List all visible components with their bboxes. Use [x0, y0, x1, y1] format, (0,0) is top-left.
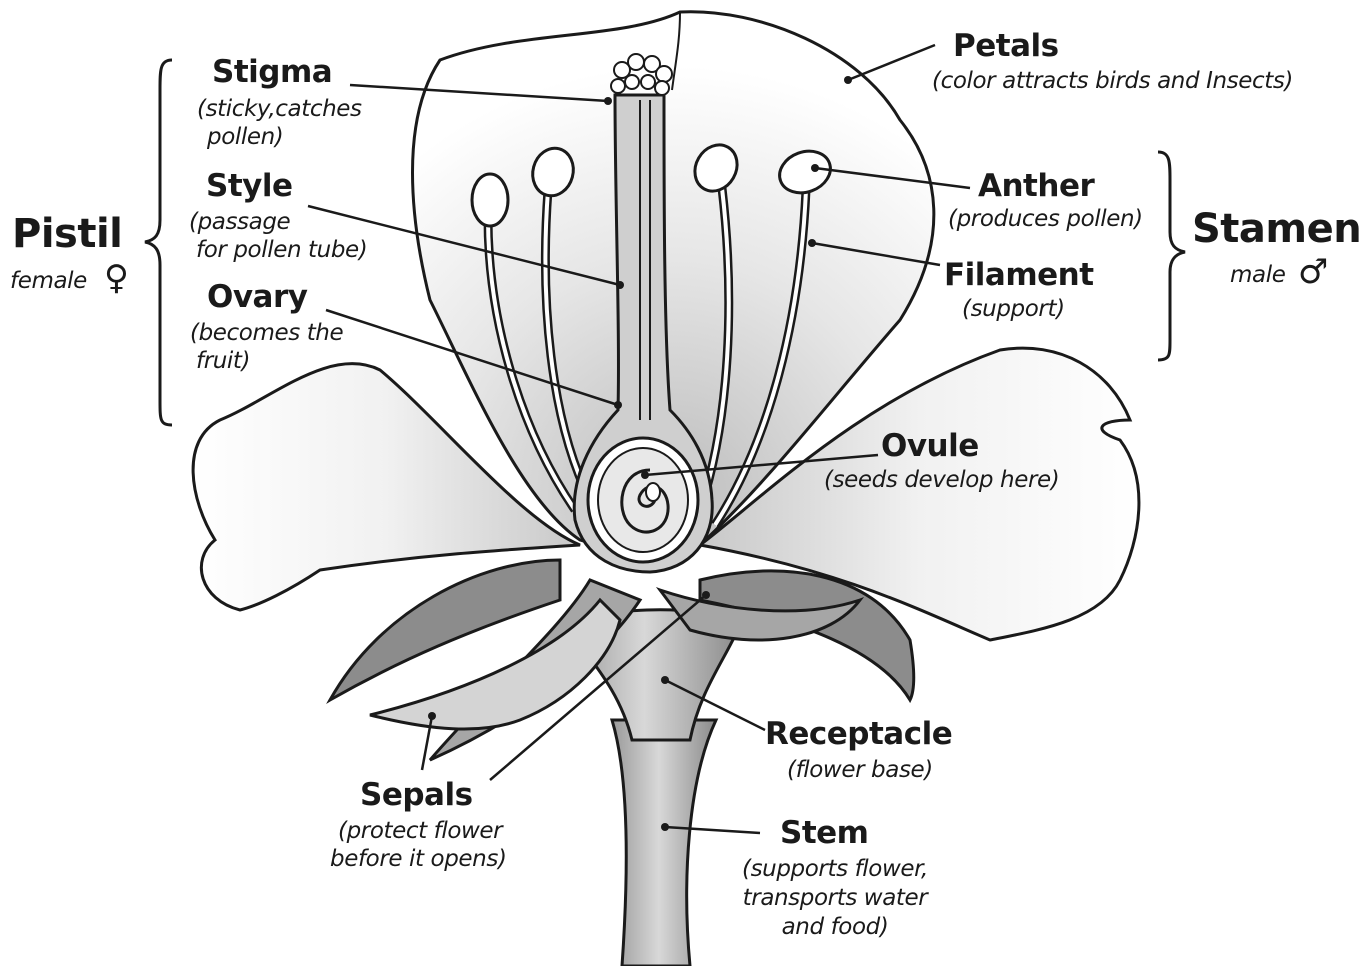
stem-desc-3: and food) [735, 914, 935, 942]
ovule-title: Ovule [881, 430, 979, 463]
stigma-title: Stigma [212, 56, 332, 89]
pistil-subtitle: female [10, 268, 87, 296]
pistil-brace [145, 60, 172, 425]
stem-shape [612, 720, 716, 966]
ovary-desc: (becomes the [190, 320, 343, 348]
female-symbol-icon: ♀ [104, 258, 129, 298]
ovary-desc-2: fruit) [196, 348, 250, 376]
ovary-title: Ovary [207, 281, 307, 314]
sepals-desc: (protect flower [338, 818, 502, 846]
stem-desc-2: transports water [735, 885, 935, 913]
ovule-desc: (seeds develop here) [824, 467, 1059, 495]
stigma-desc-2: pollen) [207, 124, 283, 152]
stamen-brace [1158, 152, 1185, 360]
petals-desc: (color attracts birds and Insects) [932, 68, 1293, 96]
stem-title: Stem [780, 817, 868, 850]
receptacle-desc: (flower base) [787, 757, 933, 785]
stamen-title: Stamen [1192, 208, 1361, 250]
style-desc: (passage [189, 209, 290, 237]
stigma-desc: (sticky,catches [197, 96, 362, 124]
sepals-desc-2: before it opens) [330, 846, 507, 874]
anther-desc: (produces pollen) [948, 206, 1143, 234]
petals-title: Petals [953, 30, 1059, 63]
sepals-title: Sepals [360, 779, 473, 812]
anther-shape [472, 174, 508, 226]
style-title: Style [206, 170, 293, 203]
receptacle-title: Receptacle [765, 718, 952, 751]
pistil-title: Pistil [12, 213, 122, 255]
anther-title: Anther [978, 170, 1094, 203]
style-desc-2: for pollen tube) [196, 237, 367, 265]
male-symbol-icon: ♂ [1298, 252, 1328, 292]
filament-desc: (support) [962, 296, 1065, 324]
stamen-subtitle: male [1230, 262, 1285, 290]
stem-desc: (supports flower, [735, 856, 935, 884]
filament-title: Filament [944, 259, 1094, 292]
